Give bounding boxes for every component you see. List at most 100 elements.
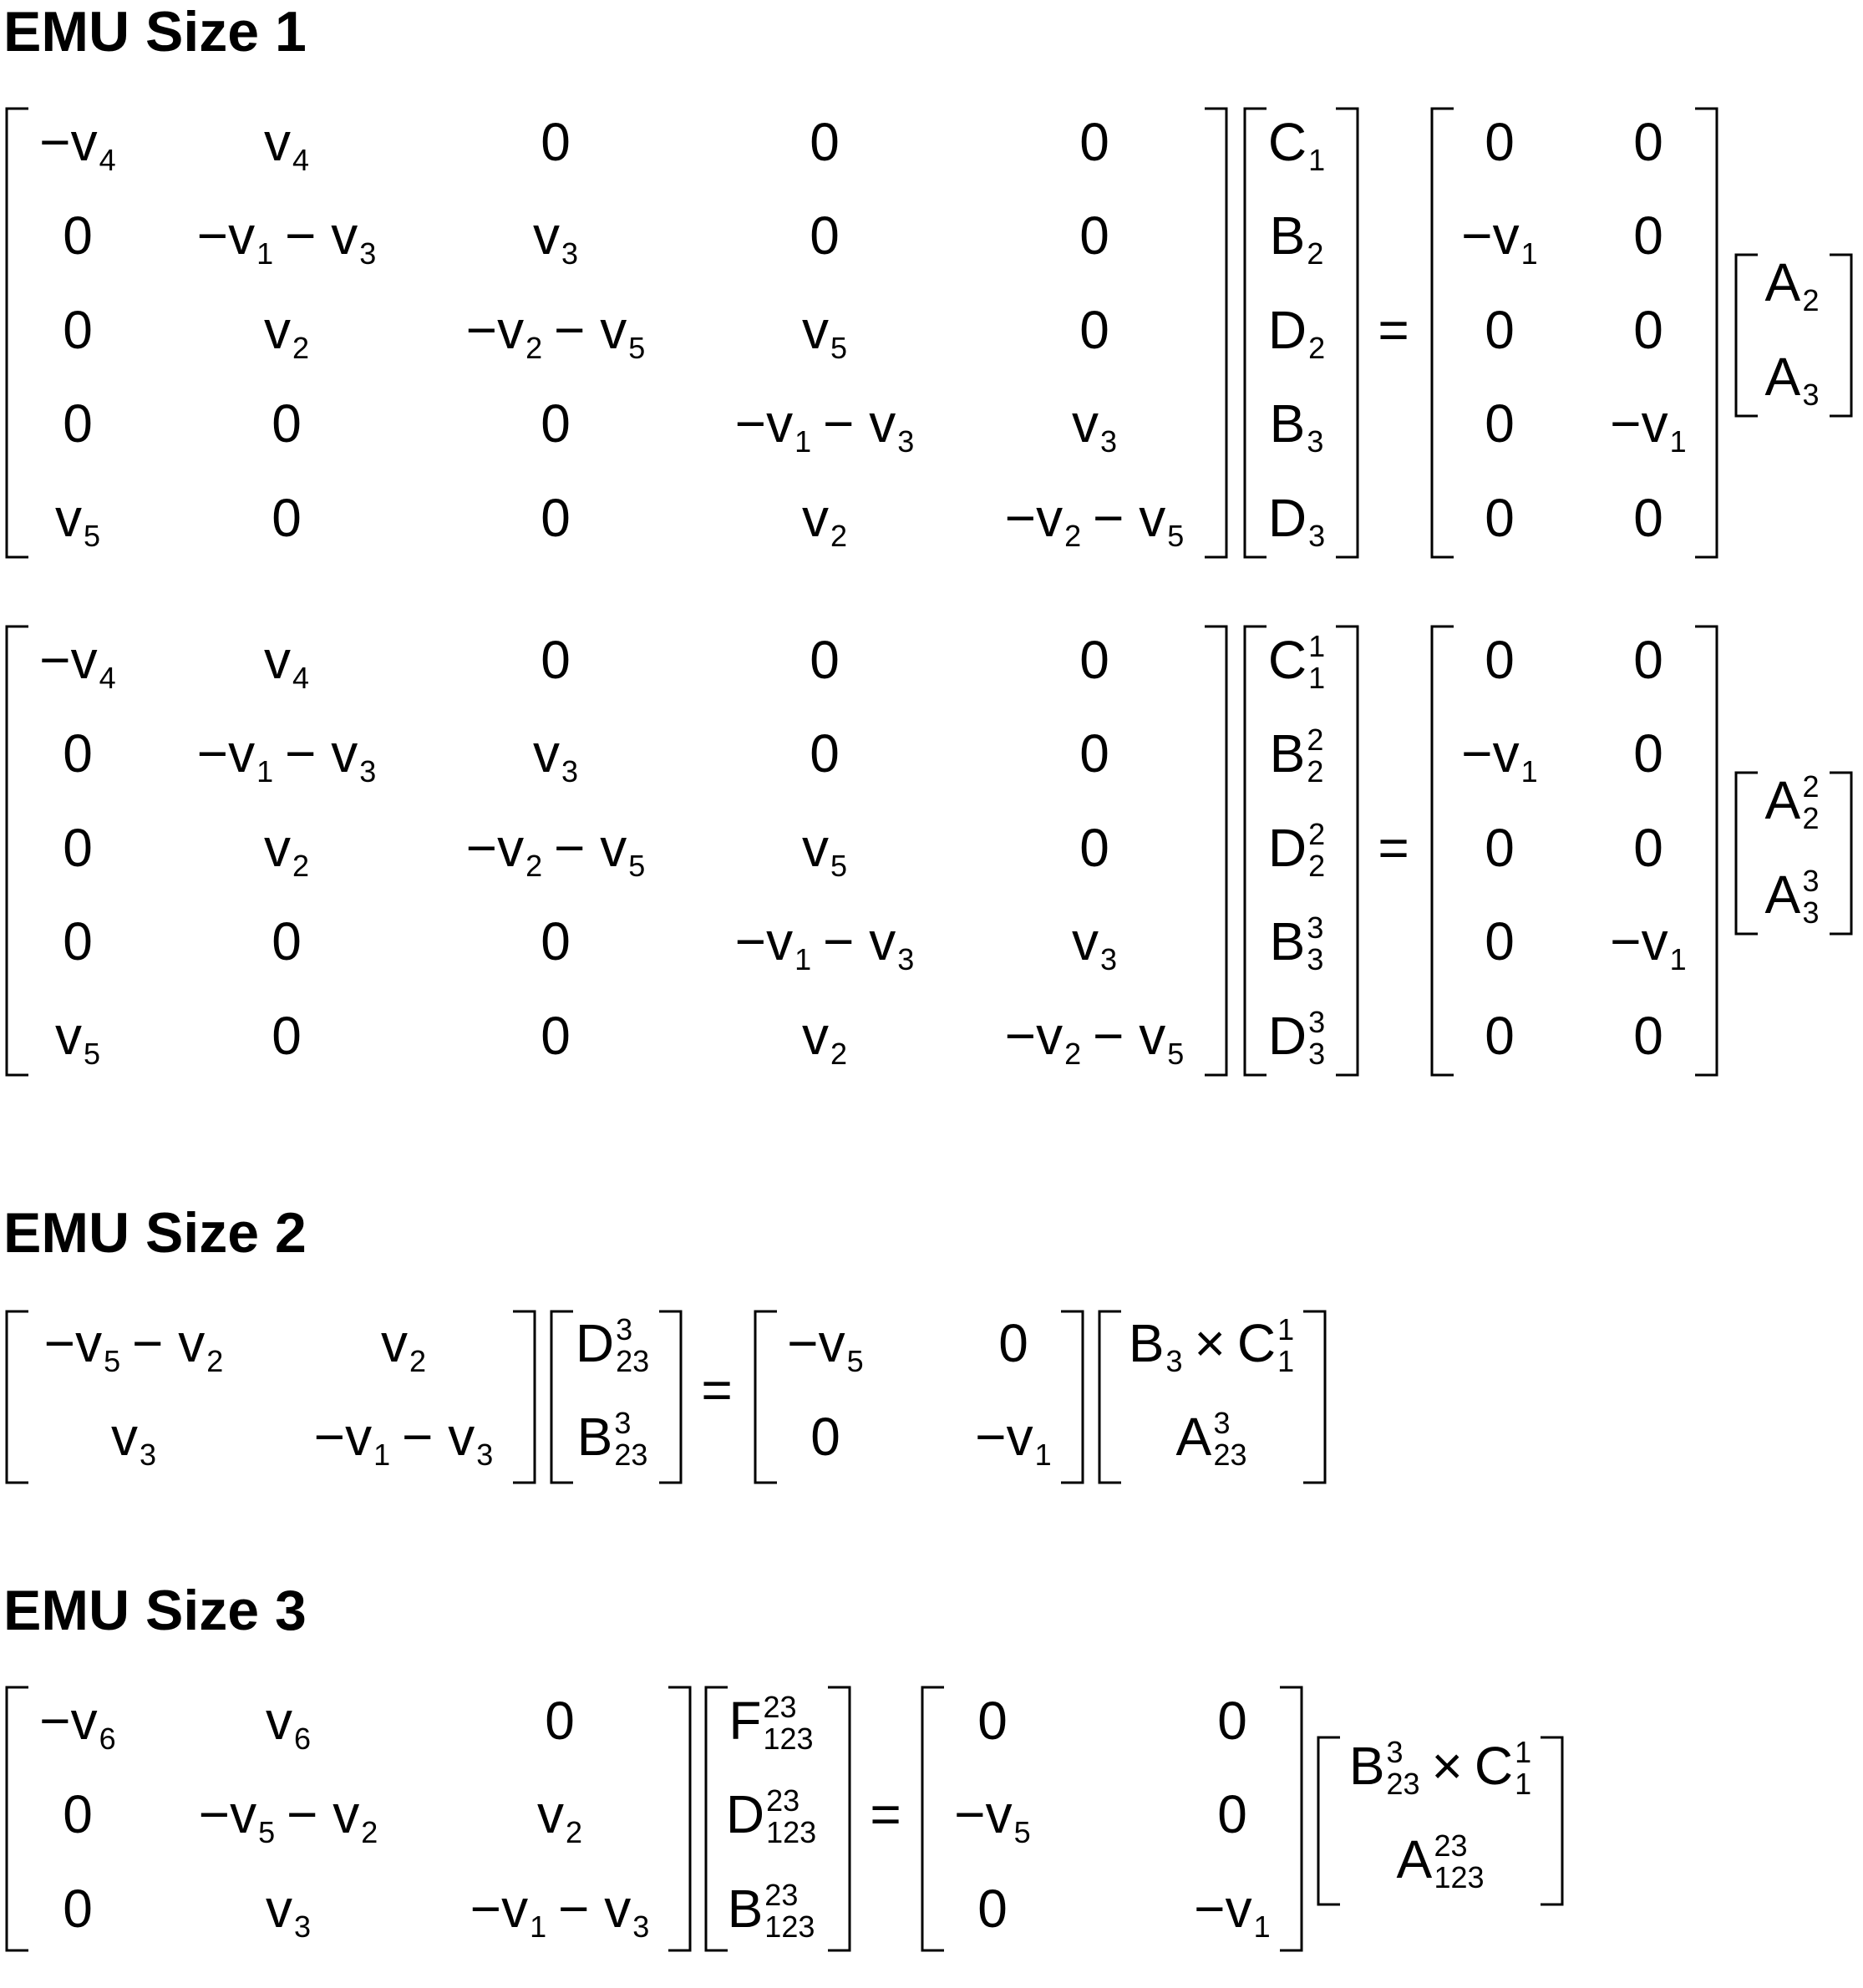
- superscript: 1: [1308, 629, 1325, 663]
- matrix-term: v: [264, 818, 291, 878]
- equals-sign: =: [1378, 818, 1409, 878]
- matrix-cell: 0: [1217, 1784, 1247, 1844]
- matrix-cell: 0: [1485, 300, 1515, 360]
- subscript: 3: [359, 754, 376, 789]
- matrix-term: −v: [39, 1691, 97, 1751]
- subscript: 23: [616, 1344, 649, 1378]
- matrix-cell: 0: [272, 1006, 302, 1066]
- subscript: 1: [1254, 1909, 1271, 1944]
- subscript: 2: [292, 849, 309, 883]
- bracket: [5, 1310, 536, 1484]
- matrix-term: 0: [810, 1407, 840, 1467]
- subscript: 1: [1308, 143, 1325, 177]
- matrix-term: −v: [1610, 911, 1668, 971]
- matrix-term: 0: [1079, 205, 1109, 266]
- matrix-cell: 0: [1485, 112, 1515, 172]
- matrix-term: v: [264, 112, 291, 172]
- subscript: 1: [794, 942, 811, 976]
- bracket: [5, 107, 1228, 559]
- subscript: 3: [359, 236, 376, 271]
- matrix-cell: 0: [1079, 818, 1109, 878]
- matrix-term: v: [266, 1691, 292, 1751]
- bracket: [1098, 1310, 1327, 1484]
- matrix-term: − v: [287, 1784, 359, 1844]
- subscript: 2: [830, 1037, 847, 1071]
- bracket: [1734, 253, 1853, 418]
- subscript: 6: [99, 1722, 116, 1756]
- subscript: 1: [1277, 1344, 1294, 1378]
- subscript: 3: [1308, 1037, 1325, 1071]
- matrix-cell: 0: [541, 1006, 571, 1066]
- subscript: 1: [530, 1909, 546, 1944]
- matrix-term: B: [728, 1879, 764, 1939]
- matrix-term: − v: [285, 723, 358, 784]
- superscript: 23: [1434, 1828, 1467, 1863]
- matrix-cell: 0: [810, 1407, 840, 1467]
- matrix-cell: 0: [1485, 488, 1515, 548]
- superscript: 3: [1308, 1005, 1325, 1039]
- bracket: [1734, 771, 1853, 936]
- matrix-cell: 0: [1485, 1006, 1515, 1066]
- matrix-term: B: [1270, 723, 1306, 784]
- subscript: 6: [294, 1722, 311, 1756]
- matrix-cell: 0: [63, 300, 93, 360]
- subscript: 1: [794, 424, 811, 459]
- matrix-term: −v: [197, 723, 255, 784]
- matrix-term: 0: [1079, 723, 1109, 784]
- matrix-term: −v: [197, 205, 255, 266]
- matrix-cell: 0: [977, 1691, 1008, 1751]
- matrix-term: v: [266, 1879, 292, 1939]
- matrix-term: A: [1175, 1407, 1211, 1467]
- matrix-term: 0: [63, 1879, 93, 1939]
- superscript: 2: [1308, 817, 1325, 851]
- matrix-term: 0: [1217, 1784, 1247, 1844]
- matrix-term: 0: [1633, 630, 1663, 690]
- matrix-term: D: [1268, 1006, 1307, 1066]
- subscript: 3: [561, 236, 578, 271]
- matrix-term: v: [55, 1006, 82, 1066]
- matrix-term: 0: [272, 488, 302, 548]
- matrix-term: v: [537, 1784, 564, 1844]
- matrix-term: −v: [787, 1313, 845, 1373]
- superscript: 23: [764, 1878, 798, 1912]
- equals-sign: =: [701, 1360, 732, 1420]
- matrix-cell: 0: [1633, 1006, 1663, 1066]
- subscript: 3: [294, 1909, 311, 1944]
- matrix-cell: 0: [998, 1313, 1028, 1373]
- matrix-term: 0: [63, 723, 93, 784]
- subscript: 3: [140, 1438, 156, 1472]
